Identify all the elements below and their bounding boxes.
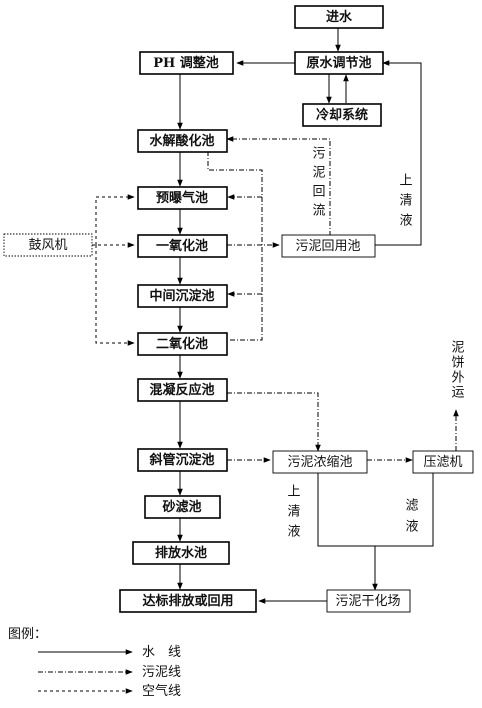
- node-sludge-reuse-label: 污泥回用池: [295, 239, 360, 254]
- node-sludge-reuse: 污泥回用池: [281, 234, 376, 258]
- node-mid-settle-label: 中间沉淀池: [149, 288, 214, 304]
- node-thickener-label: 污泥浓缩池: [287, 454, 352, 470]
- water-lines: [177, 28, 434, 604]
- label-supernatant-1: 上清液: [397, 173, 413, 233]
- sludge-lines: [207, 136, 459, 463]
- node-intake-label: 进水: [326, 9, 353, 25]
- node-cooling-label: 冷却系统: [316, 107, 368, 123]
- node-oxidation2: 二氧化池: [137, 332, 228, 356]
- label-supernatant-2: 上清液: [285, 484, 301, 544]
- node-filter-press-label: 压滤机: [423, 455, 462, 470]
- legend-title: 图例：: [8, 627, 47, 642]
- node-coag: 混凝反应池: [137, 378, 228, 402]
- node-blower: 鼓风机: [3, 233, 93, 257]
- node-oxidation1-label: 一氧化池: [156, 238, 208, 254]
- node-hydrolysis-label: 水解酸化池: [149, 133, 214, 149]
- node-hydrolysis: 水解酸化池: [137, 129, 228, 153]
- legend-air-label: 空气线: [142, 683, 181, 699]
- node-cooling: 冷却系统: [302, 103, 382, 127]
- node-sludge-dry-label: 污泥干化场: [335, 594, 400, 609]
- air-lines: [92, 194, 135, 346]
- node-raw-tank-label: 原水调节池: [306, 55, 371, 71]
- node-discharge-tank: 排放水池: [132, 541, 230, 565]
- node-thickener: 污泥浓缩池: [272, 450, 368, 474]
- node-final: 达标排放或回用: [119, 589, 257, 613]
- node-discharge-tank-label: 排放水池: [155, 545, 207, 561]
- node-final-label: 达标排放或回用: [142, 593, 233, 609]
- node-blower-label: 鼓风机: [28, 238, 67, 253]
- node-ph-tank: PH 调整池: [139, 51, 234, 75]
- legend-water-label: 水 线: [142, 645, 181, 660]
- node-tube-settle: 斜管沉淀池: [137, 448, 228, 472]
- label-sludge-return: 污泥回流: [310, 146, 326, 222]
- label-filtrate: 滤液: [403, 498, 419, 540]
- node-tube-settle-label: 斜管沉淀池: [148, 452, 214, 468]
- node-coag-label: 混凝反应池: [149, 382, 214, 398]
- node-sludge-dry: 污泥干化场: [326, 589, 411, 613]
- node-pre-aeration: 预曝气池: [137, 186, 228, 210]
- node-sand-filter-label: 砂滤池: [161, 499, 201, 515]
- legend-sludge-label: 污泥线: [142, 665, 181, 680]
- node-oxidation2-label: 二氧化池: [156, 336, 208, 352]
- node-intake: 进水: [294, 5, 384, 29]
- node-ph-tank-label: PH 调整池: [153, 55, 219, 71]
- legend: 图例： 水 线 污泥线 空气线: [8, 627, 181, 699]
- node-pre-aeration-label: 预曝气池: [156, 190, 208, 206]
- node-oxidation1: 一氧化池: [137, 234, 228, 258]
- node-mid-settle: 中间沉淀池: [137, 284, 228, 308]
- node-raw-tank: 原水调节池: [294, 51, 384, 75]
- label-cake-out: 泥饼外运: [449, 340, 465, 400]
- node-sand-filter: 砂滤池: [144, 495, 221, 519]
- node-filter-press: 压滤机: [412, 450, 474, 474]
